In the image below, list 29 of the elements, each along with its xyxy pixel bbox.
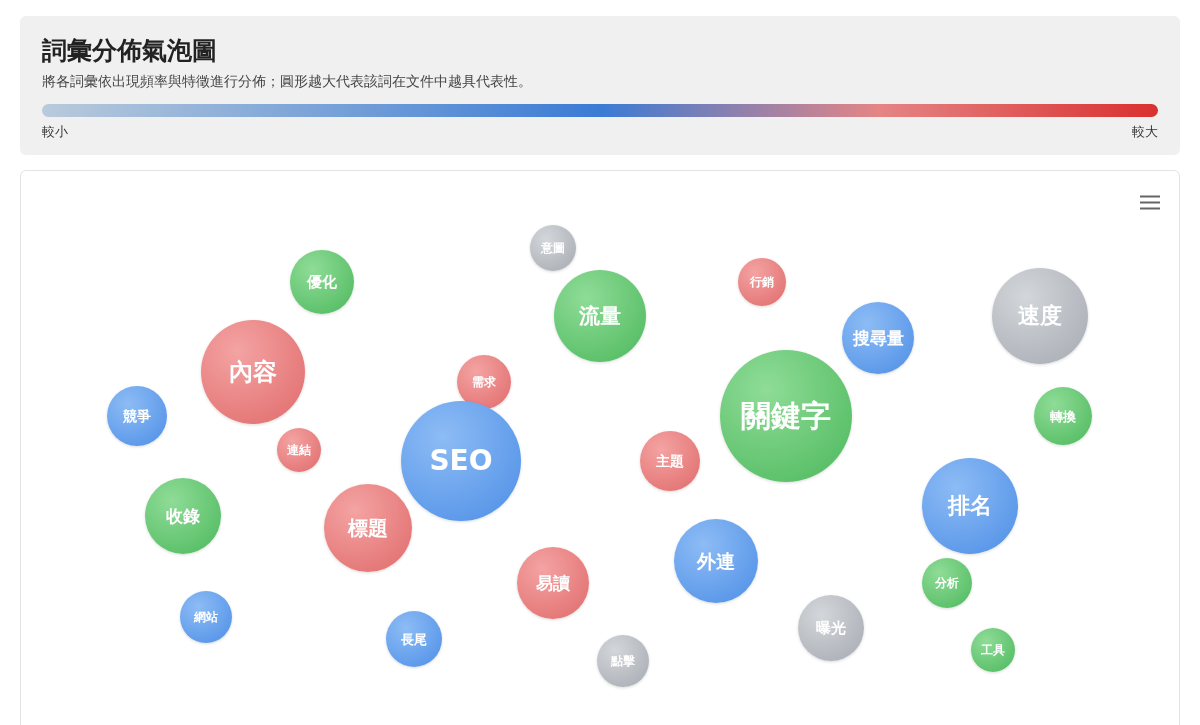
bubble-label: 轉換 (1050, 409, 1076, 423)
bubble-label: 工具 (981, 644, 1005, 656)
bubble-label: 流量 (579, 305, 621, 327)
bubble-label: 收錄 (166, 507, 200, 525)
bubble-label: 曝光 (816, 620, 846, 636)
bubble-label: 網站 (194, 611, 218, 623)
bubble-label: SEO (429, 447, 493, 475)
bubble-label: 需求 (472, 376, 496, 388)
chart-title: 詞彙分佈氣泡圖 (42, 35, 217, 67)
bubble-label: 行銷 (750, 276, 774, 288)
bubble-label: 標題 (348, 518, 388, 538)
bubble-label: 外連 (697, 551, 735, 571)
bubble-label: 連結 (287, 444, 311, 456)
bubble-label: 意圖 (541, 242, 565, 254)
bubble-label: 排名 (948, 495, 992, 517)
bubble-label: 易讀 (536, 574, 570, 592)
bubble-label: 速度 (1018, 305, 1062, 327)
bubble-label: 內容 (229, 360, 277, 384)
bubble-label: 點擊 (611, 655, 635, 667)
bubble-label: 分析 (935, 577, 959, 589)
chart-caption: 將各詞彙依出現頻率與特徵進行分佈；圓形越大代表該詞在文件中越具代表性。 (42, 73, 532, 91)
scale-label: 較大 (1132, 123, 1158, 141)
bubble-label: 優化 (307, 274, 337, 290)
bubble-label: 關鍵字 (741, 401, 831, 431)
bubble-label: 主題 (656, 454, 684, 468)
bubble-label: 搜尋量 (852, 329, 904, 347)
scale-label: 較小 (42, 123, 68, 141)
bubble-label: 競爭 (123, 409, 151, 423)
bubble-label: 長尾 (401, 632, 427, 646)
